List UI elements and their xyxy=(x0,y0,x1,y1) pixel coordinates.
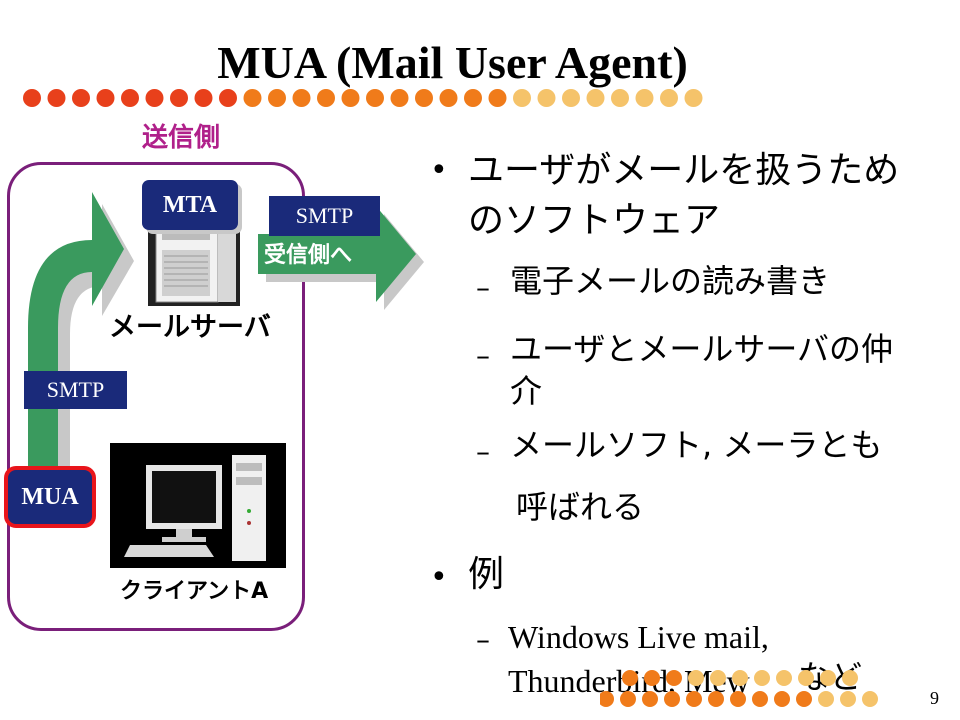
decorative-dot xyxy=(23,89,41,107)
decorative-dot xyxy=(642,691,658,707)
decorative-dot xyxy=(798,670,814,686)
decorative-dot xyxy=(666,670,682,686)
page-number: 9 xyxy=(930,688,939,708)
decorative-dot xyxy=(415,89,433,107)
client-label: クライアントA xyxy=(120,579,269,604)
bullet-dot: • xyxy=(430,153,448,188)
sender-side-frame xyxy=(7,162,305,631)
decorative-dot xyxy=(644,670,660,686)
decorative-dot xyxy=(752,691,768,707)
decorative-dot xyxy=(730,691,746,707)
decorative-dot xyxy=(317,89,335,107)
sub-bullet-4-line-1: Windows Live mail, xyxy=(508,619,769,655)
bullet-item-2: 例 xyxy=(468,554,505,595)
decorative-dot xyxy=(754,670,770,686)
decorative-dot xyxy=(796,691,812,707)
decorative-dot xyxy=(341,89,360,107)
decorative-dot xyxy=(684,89,703,107)
decorative-dot xyxy=(145,89,164,107)
decorative-dot xyxy=(121,89,139,107)
decorative-dot xyxy=(862,691,878,707)
smtp-label-to-server: SMTP xyxy=(24,371,127,409)
decorative-dot xyxy=(710,670,726,686)
decorative-dot xyxy=(47,89,66,107)
decorative-dot xyxy=(818,691,834,707)
decorative-dot xyxy=(219,89,237,107)
decorative-dot xyxy=(820,670,836,686)
sub-bullet-dash: – xyxy=(476,435,490,468)
sender-side-label: 送信側 xyxy=(142,123,221,153)
decorative-dot xyxy=(688,670,704,686)
mta-box: MTA xyxy=(142,180,238,230)
decorative-dot xyxy=(439,89,458,107)
decorative-dot xyxy=(96,89,115,107)
decorative-dot xyxy=(635,89,654,107)
sub-bullet-dash: – xyxy=(476,623,490,656)
sub-bullet-1: 電子メールの読み書き xyxy=(510,262,831,300)
decorative-dot xyxy=(562,89,580,107)
decorative-dot xyxy=(170,89,188,107)
decorative-dot xyxy=(366,89,384,107)
decorative-dot xyxy=(622,670,638,686)
sub-bullet-2-line-1: ユーザとメールサーバの仲 xyxy=(510,330,894,368)
decorative-dot xyxy=(537,89,556,107)
bullet-item-1-line-1: ユーザがメールを扱うため xyxy=(468,150,900,191)
decorative-dot xyxy=(708,691,724,707)
sub-bullet-3-line-1: メールソフト, メーラとも xyxy=(510,426,883,464)
decorative-dot xyxy=(72,89,90,107)
decorative-dot xyxy=(488,89,507,107)
bullet-dot: • xyxy=(430,560,448,595)
top-dot-divider xyxy=(23,89,703,107)
decorative-dot xyxy=(513,89,531,107)
decorative-dot xyxy=(268,89,286,107)
decorative-dot xyxy=(390,89,409,107)
decorative-dot xyxy=(600,691,614,707)
sub-bullet-3-line-2: 呼ばれる xyxy=(516,488,645,526)
decorative-dot xyxy=(776,670,792,686)
mua-box: MUA xyxy=(4,466,96,528)
sub-bullet-dash: – xyxy=(476,339,490,372)
decorative-dot xyxy=(292,89,311,107)
decorative-dot xyxy=(243,89,262,107)
mail-server-label: メールサーバ xyxy=(109,312,271,343)
sub-bullet-dash: – xyxy=(476,271,490,304)
decorative-dot xyxy=(586,89,605,107)
decorative-dot xyxy=(611,89,629,107)
decorative-dot xyxy=(664,691,680,707)
decorative-dot xyxy=(620,691,636,707)
decorative-dot xyxy=(660,89,678,107)
decorative-dot xyxy=(774,691,790,707)
sub-bullet-2-line-2: 介 xyxy=(510,372,543,410)
decorative-dot xyxy=(840,691,856,707)
client-computer-image xyxy=(110,443,286,568)
bottom-dot-divider xyxy=(600,670,878,707)
bullet-item-1-line-2: のソフトウェア xyxy=(468,200,721,241)
decorative-dot xyxy=(732,670,748,686)
slide-title: MUA (Mail User Agent) xyxy=(217,37,688,88)
decorative-dot xyxy=(686,691,702,707)
decorative-dot xyxy=(842,670,858,686)
to-receiver-label: 受信側へ xyxy=(264,243,353,268)
decorative-dot xyxy=(194,89,213,107)
smtp-label-to-receiver: SMTP xyxy=(269,196,380,236)
decorative-dot xyxy=(464,89,482,107)
